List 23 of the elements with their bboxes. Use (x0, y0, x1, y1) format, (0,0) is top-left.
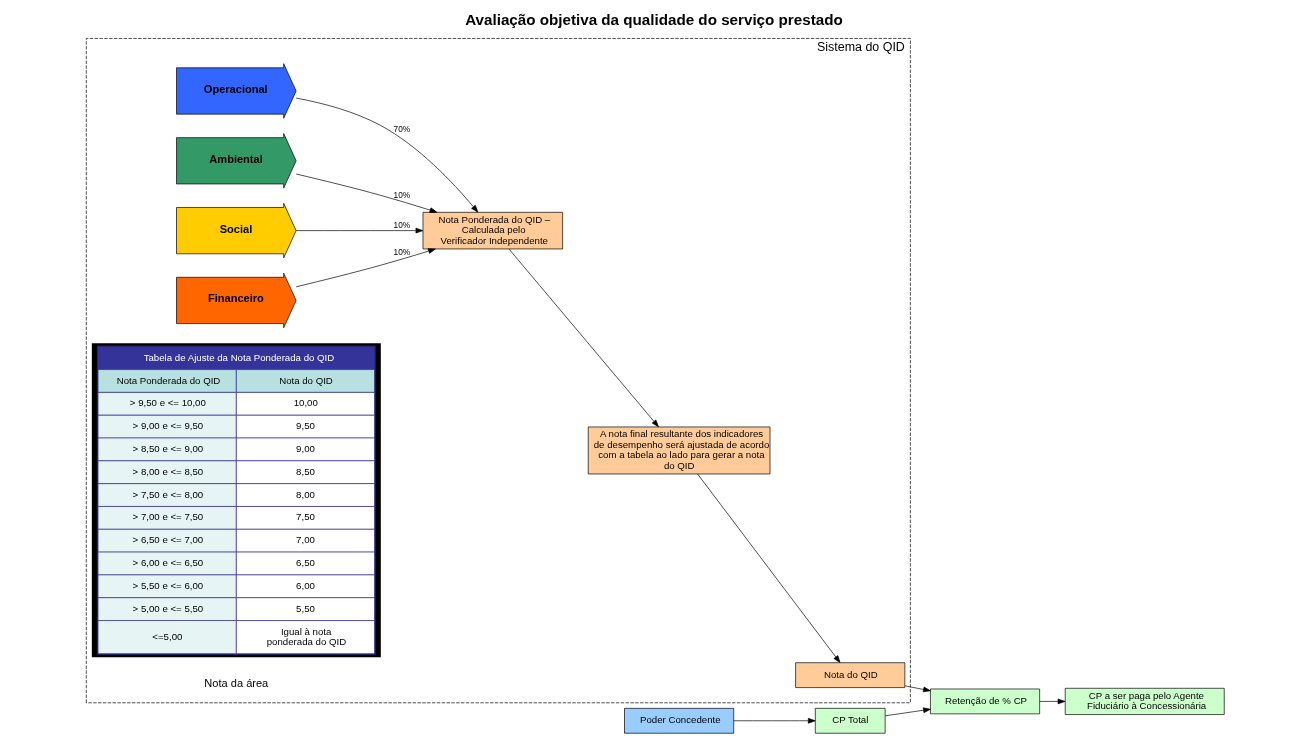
edge-label: 10% (393, 247, 410, 258)
arrow (884, 707, 931, 717)
arrow (295, 173, 437, 213)
edge-label: 70% (393, 124, 410, 135)
label: Nota da área (203, 677, 268, 690)
node-box: Nota Ponderada do QID – Calculada pelo Verificador Independente (422, 211, 563, 250)
arrow (508, 248, 659, 428)
arrow (1038, 698, 1065, 705)
arrow (904, 685, 931, 693)
node-box: Nota do QID (794, 662, 905, 688)
diagram-title: Avaliação objetiva da qualidade do serviço prestado (464, 11, 843, 29)
arrow (696, 473, 840, 663)
node-box: CP Total (814, 708, 885, 734)
node-box: Poder Concedente (623, 708, 734, 734)
node-box: A nota final resultante dos indicadores de desempenho será ajustada de acordo com a tabela ao lado para gerar a nota do QID (587, 426, 770, 475)
arrow (295, 97, 478, 213)
node-box: CP a ser paga pelo Agente Fiduciário à Concessionária (1064, 687, 1225, 715)
arrow (295, 227, 423, 234)
edge-label: 10% (393, 189, 410, 200)
arrow (295, 248, 436, 288)
node-box: Retenção de % CP (929, 688, 1040, 715)
edge-label: 10% (393, 220, 410, 231)
arrow (732, 718, 816, 724)
